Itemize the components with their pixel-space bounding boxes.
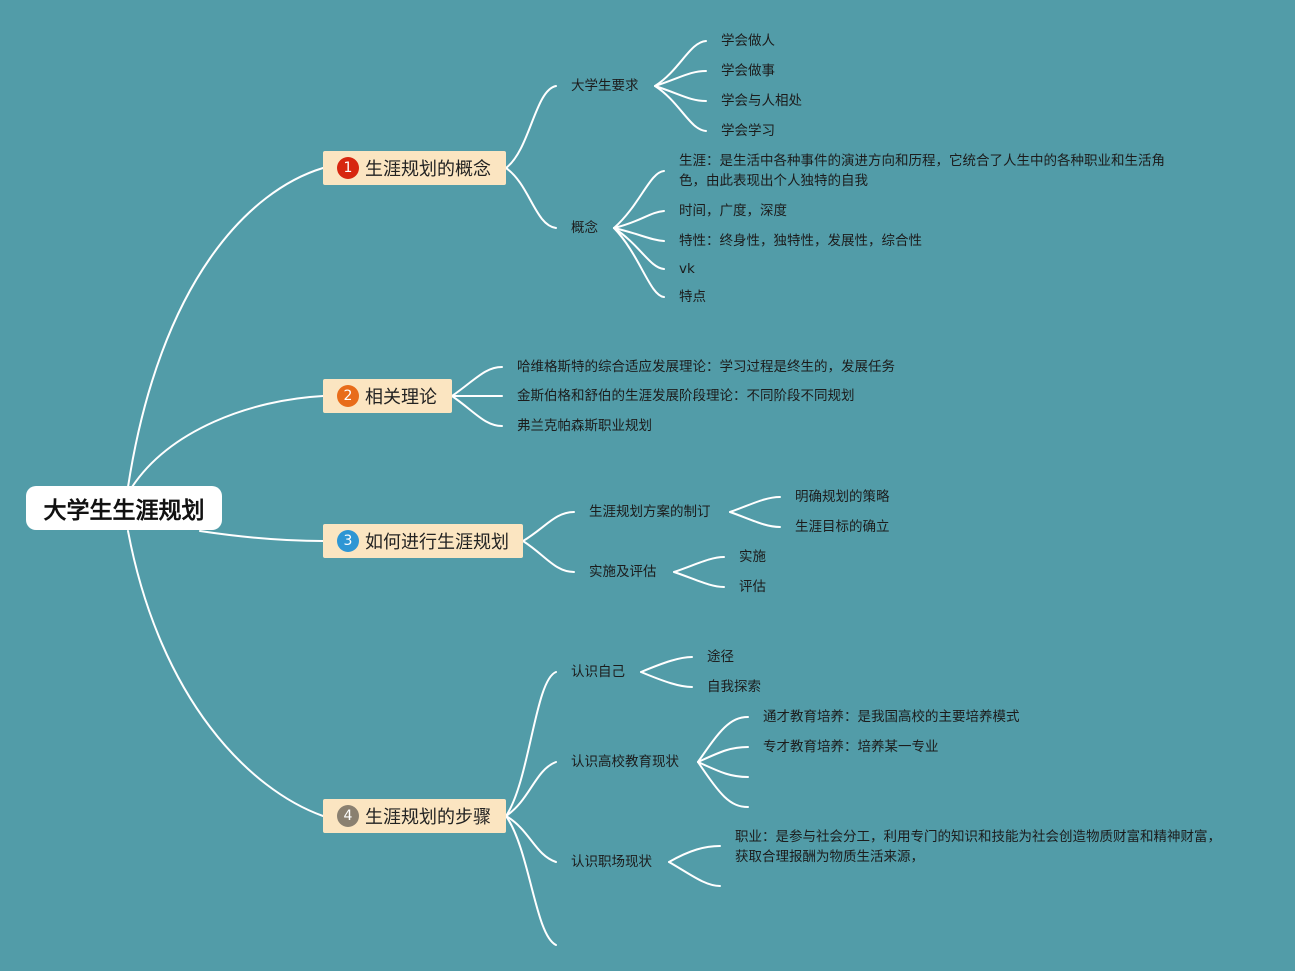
link-b1-c2 [505, 167, 557, 229]
link-c1-i3 [654, 85, 707, 102]
node-b1-c2-i5[interactable]: 特点 [679, 289, 706, 305]
node-b1-c1-i4[interactable]: 学会学习 [721, 123, 775, 139]
link-b4c1-i1 [640, 656, 693, 673]
node-b1-c1-i3[interactable]: 学会与人相处 [721, 93, 802, 109]
node-b1-c1[interactable]: 大学生要求 [571, 78, 639, 94]
link-b2-i3 [451, 395, 503, 427]
link-b4c3-i1 [668, 845, 721, 863]
branch-4-label: 生涯规划的步骤 [365, 807, 491, 828]
branch-4-node[interactable]: 4 生涯规划的步骤 [323, 799, 506, 833]
branch-2-label: 相关理论 [365, 387, 437, 408]
link-b4c1-i2 [640, 671, 693, 688]
link-b3-c2 [522, 540, 575, 573]
node-b1-c2-i2[interactable]: 时间，广度，深度 [679, 203, 787, 219]
node-b3-c1-i1[interactable]: 明确规划的策略 [795, 489, 890, 505]
node-b3-c2[interactable]: 实施及评估 [589, 564, 657, 580]
link-b4c2-i4 [697, 761, 749, 808]
node-b1-c2-i3[interactable]: 特性：终身性，独特性，发展性，综合性 [679, 233, 922, 249]
node-b2-i2[interactable]: 金斯伯格和舒伯的生涯发展阶段理论：不同阶段不同规划 [517, 388, 855, 404]
link-b3c1-i1 [729, 496, 781, 513]
branch-3-label: 如何进行生涯规划 [365, 532, 509, 553]
branch-1-node[interactable]: 1 生涯规划的概念 [323, 151, 506, 185]
link-b4c2-i2 [697, 746, 749, 763]
link-c1-i1 [654, 40, 707, 87]
link-b3-c1 [522, 511, 575, 542]
link-b2-i1 [451, 366, 503, 397]
link-c2-i5 [613, 227, 665, 298]
link-c1-i4 [654, 85, 707, 132]
branch-1-label: 生涯规划的概念 [365, 159, 491, 180]
link-root-b2 [131, 395, 324, 488]
node-b1-c1-i1[interactable]: 学会做人 [721, 33, 775, 49]
node-b2-i1[interactable]: 哈维格斯特的综合适应发展理论：学习过程是终生的，发展任务 [517, 359, 895, 375]
link-b4c2-i3 [697, 761, 749, 778]
node-b4-c2-i1[interactable]: 通才教育培养：是我国高校的主要培养模式 [763, 709, 1020, 725]
node-b1-c2-i4[interactable]: vk [679, 261, 695, 277]
link-c1-i2 [654, 70, 707, 87]
root-node[interactable]: 大学生生涯规划 [26, 486, 222, 530]
link-c2-i2 [613, 210, 665, 229]
link-b1-c1 [505, 85, 557, 169]
link-b4c3-i2 [668, 861, 721, 887]
branch-3-node[interactable]: 3 如何进行生涯规划 [323, 524, 523, 558]
link-root-b1 [127, 167, 324, 488]
link-root-b4 [127, 530, 324, 817]
link-b3c1-i2 [729, 511, 781, 528]
link-b4-c3 [505, 815, 557, 863]
link-c2-i3 [613, 227, 665, 242]
node-b4-c3-i1[interactable]: 职业：是参与社会分工，利用专门的知识和技能为社会创造物质财富和精神财富，获取合理… [735, 829, 1221, 865]
link-b3c2-i2 [673, 571, 725, 588]
node-b3-c1[interactable]: 生涯规划方案的制订 [589, 504, 711, 520]
node-b4-c1-i1[interactable]: 途径 [707, 649, 734, 665]
node-b4-c3[interactable]: 认识职场现状 [571, 854, 652, 870]
node-b2-i3[interactable]: 弗兰克帕森斯职业规划 [517, 418, 652, 434]
node-b4-c2[interactable]: 认识高校教育现状 [571, 754, 679, 770]
link-b3c2-i1 [673, 556, 725, 573]
branch-2-node[interactable]: 2 相关理论 [323, 379, 452, 413]
node-b4-c1-i2[interactable]: 自我探索 [707, 679, 761, 695]
badge-1-icon: 1 [337, 157, 359, 179]
node-b3-c2-i1[interactable]: 实施 [739, 549, 766, 565]
link-c2-i1 [613, 170, 665, 229]
link-b4-c4 [505, 815, 557, 946]
link-b4c2-i1 [697, 716, 749, 763]
badge-3-icon: 3 [337, 530, 359, 552]
badge-4-icon: 4 [337, 805, 359, 827]
node-b4-c1[interactable]: 认识自己 [571, 664, 625, 680]
link-c2-i4 [613, 227, 665, 270]
link-b4-c2 [505, 761, 557, 817]
node-b1-c2[interactable]: 概念 [571, 220, 598, 236]
node-b1-c1-i2[interactable]: 学会做事 [721, 63, 775, 79]
link-b4-c1 [505, 671, 557, 817]
node-b1-c2-i1[interactable]: 生涯：是生活中各种事件的演进方向和历程，它统合了人生中的各种职业和生活角色，由此… [679, 153, 1165, 189]
node-b3-c2-i2[interactable]: 评估 [739, 579, 766, 595]
node-b3-c1-i2[interactable]: 生涯目标的确立 [795, 519, 890, 535]
node-b4-c2-i2[interactable]: 专才教育培养：培养某一专业 [763, 739, 939, 755]
badge-2-icon: 2 [337, 385, 359, 407]
link-root-b3 [199, 530, 324, 542]
